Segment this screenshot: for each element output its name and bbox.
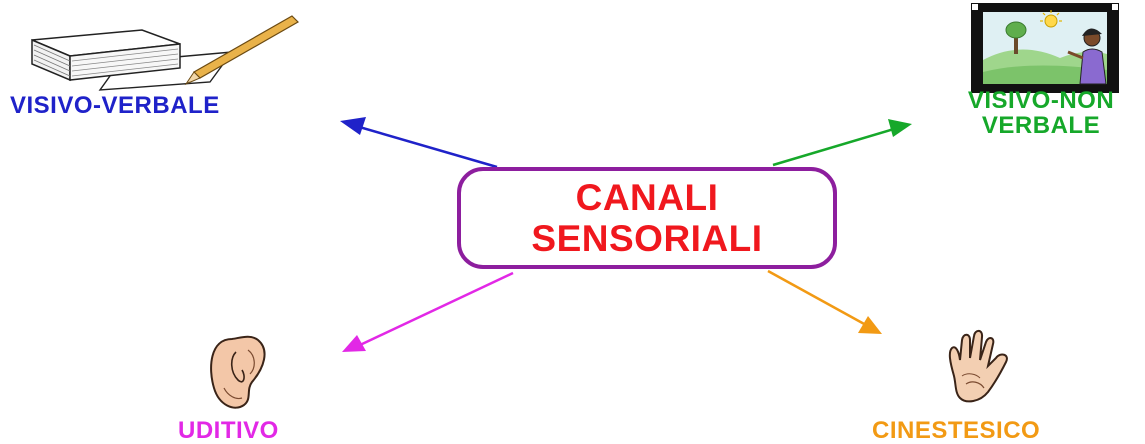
arrow-to-visivo-verbale: [340, 117, 498, 169]
picture-frame-icon: [971, 3, 1119, 93]
arrow-to-visivo-non-verbale: [772, 119, 912, 167]
arrow-to-cinestesico: [767, 269, 882, 334]
label-visivo-non-verbale-line-1: VISIVO-NON: [967, 87, 1115, 114]
central-concept-box: CANALI SENSORIALI: [457, 167, 837, 269]
label-visivo-non-verbale-line-2: VERBALE: [981, 112, 1101, 140]
book-pencil-icon: [31, 15, 299, 91]
central-concept-line-2: SENSORIALI: [531, 218, 763, 259]
hand-icon: [948, 329, 1008, 403]
label-uditivo: UDITIVO: [178, 417, 279, 444]
label-cinestesico: CINESTESICO: [872, 417, 1041, 444]
arrow-to-uditivo: [342, 271, 514, 352]
central-concept-line-1: CANALI: [575, 176, 719, 218]
ear-icon: [210, 335, 266, 409]
label-visivo-non-verbale: VISIVO-NON VERBALE: [936, 87, 1145, 140]
label-visivo-verbale: VISIVO-VERBALE: [10, 92, 220, 119]
